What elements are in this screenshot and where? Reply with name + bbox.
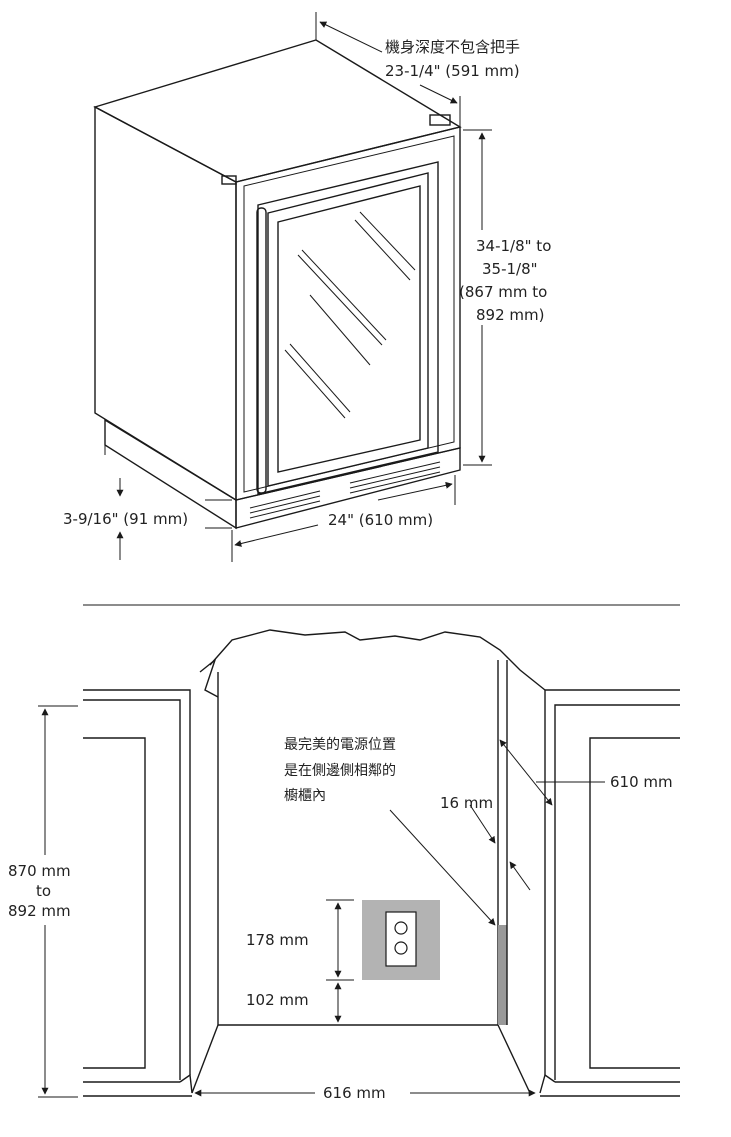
outlet-height-label: 178 mm [246,931,309,949]
depth-610-dimension [499,739,605,806]
outlet-note-line1: 最完美的電源位置 [284,737,396,753]
gap-dimension [469,804,531,925]
depth-610-label: 610 mm [610,773,673,791]
height-label-line1: 34-1/8" to [476,237,551,255]
plinth-label: 3-9/16" (91 mm) [63,510,188,528]
depth-label-line2: 23-1/4" (591 mm) [385,62,520,80]
outlet-offset-label: 102 mm [246,991,309,1009]
wine-cooler-drawing [93,39,462,530]
depth-label-line1: 機身深度不包含把手 [385,38,520,56]
width-label: 24" (610 mm) [328,511,433,529]
height-870-dimension [38,705,78,1098]
cabinet-opening [191,629,546,1094]
depth-dimension [315,12,461,126]
height-label-line2: 35-1/8" [482,260,538,278]
gap-label: 16 mm [440,794,493,812]
plinth-dimension [116,478,232,560]
outlet-note-line2: 是在側邊側相鄰的 [284,763,396,779]
height-label-line3: (867 mm to [459,283,547,301]
height-870-line1: 870 mm [8,862,71,880]
height-label-line4: 892 mm) [476,306,544,324]
outlet-note-line3: 櫥櫃內 [284,787,326,804]
height-dimension [463,129,492,466]
outlet-height-dimension [326,899,354,981]
outlet-note-leader [389,809,496,926]
height-870-line2: to [36,882,51,900]
height-870-line3: 892 mm [8,902,71,920]
left-cabinet [83,689,193,1097]
right-cabinet [539,689,680,1097]
width-dimension [231,475,456,562]
width-616-label: 616 mm [323,1084,386,1102]
power-outlet [362,900,440,980]
